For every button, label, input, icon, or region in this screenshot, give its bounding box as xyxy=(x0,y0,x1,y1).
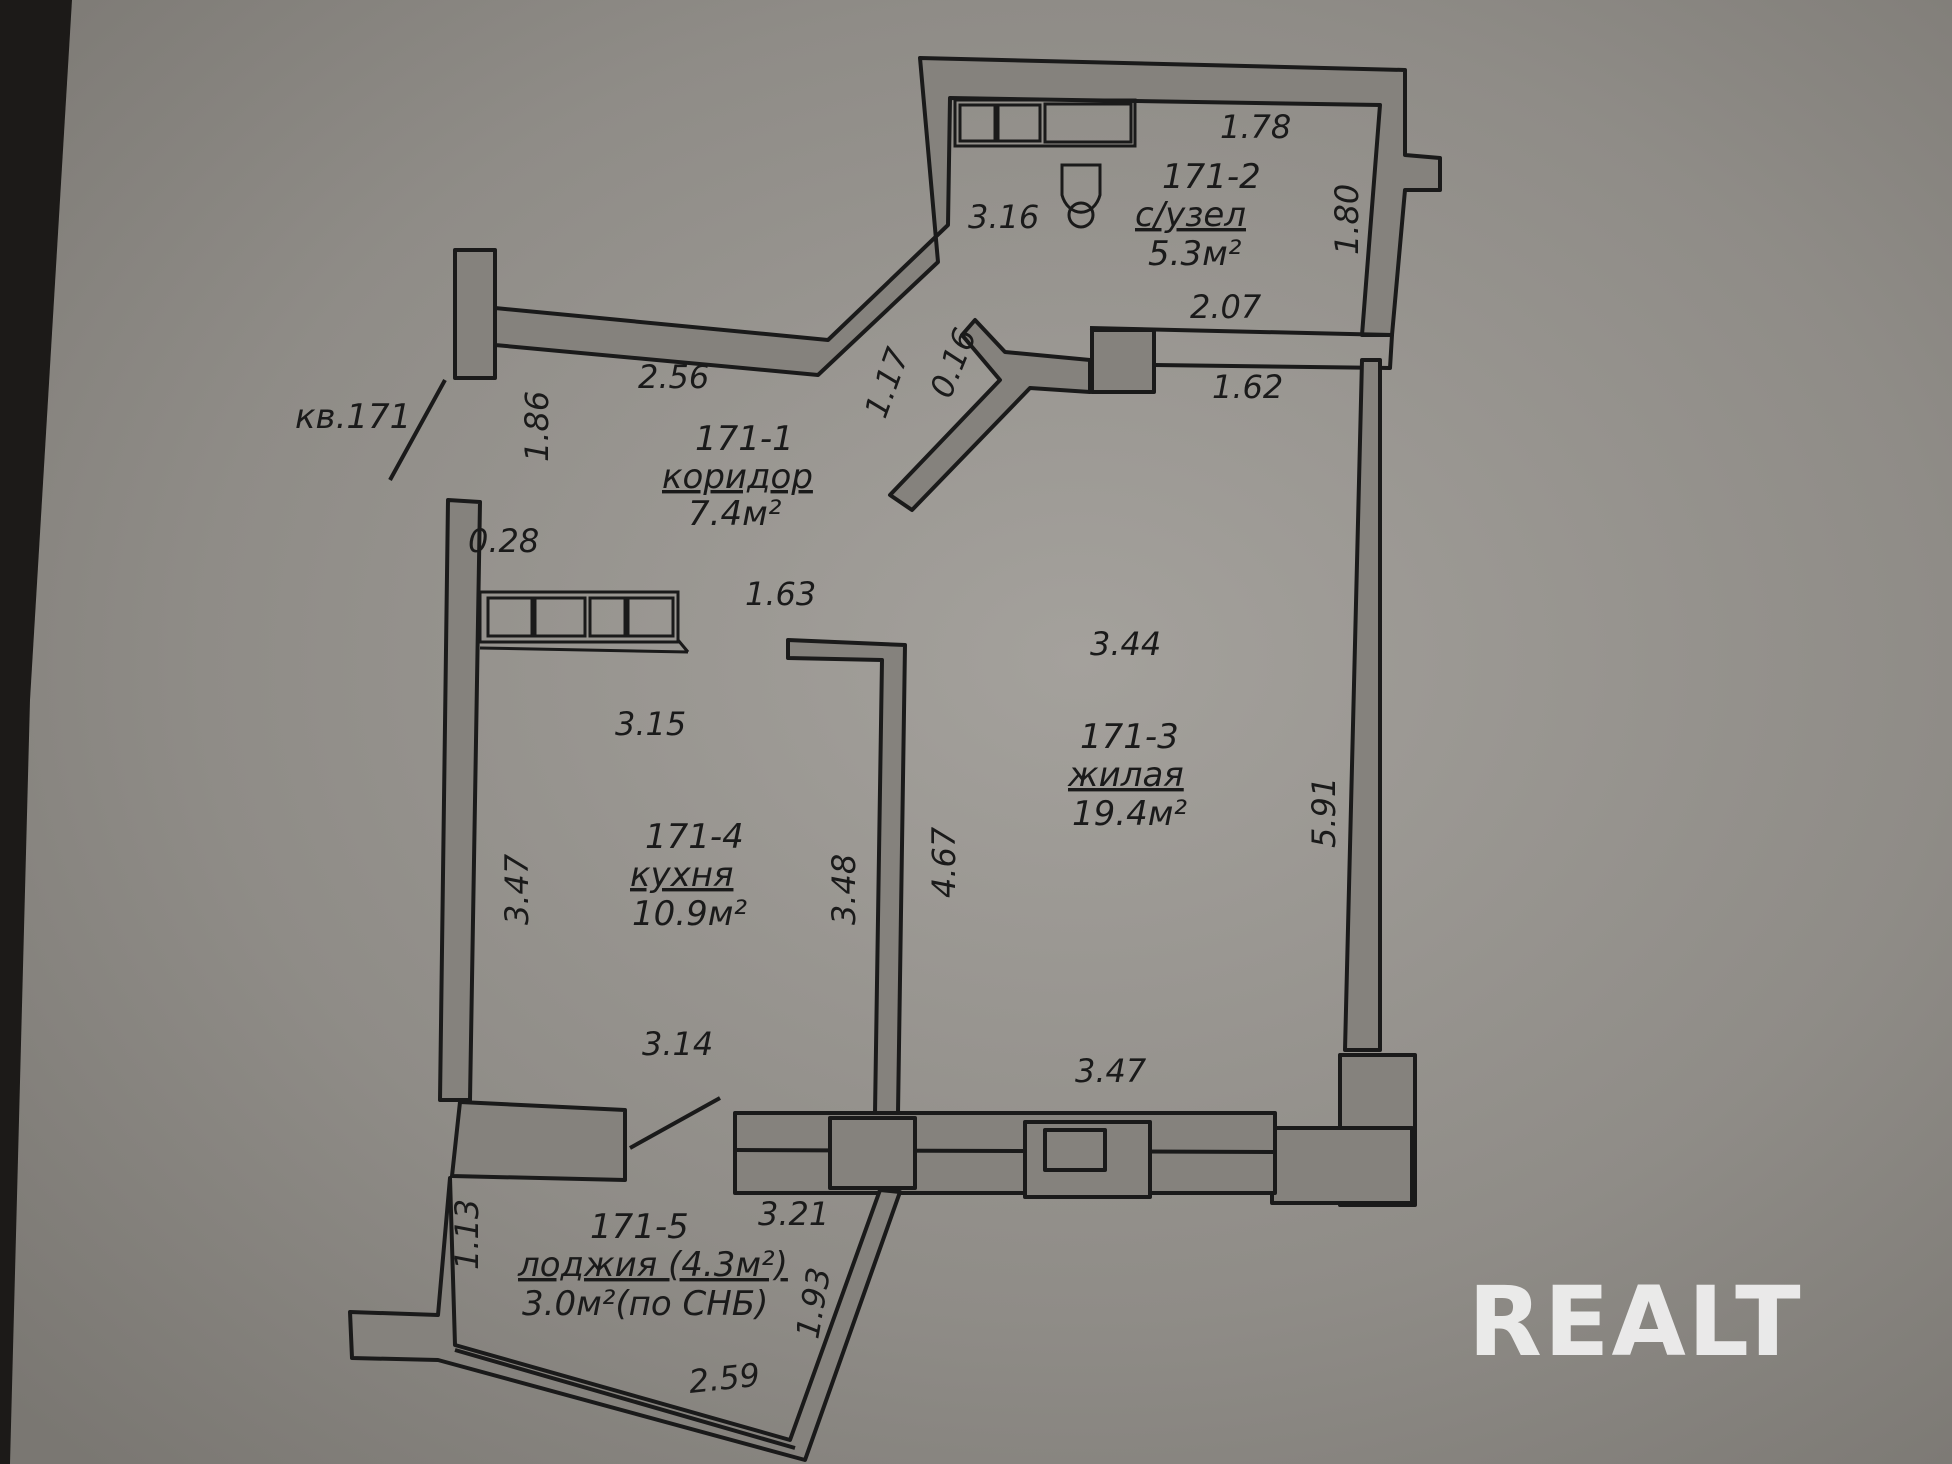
window-pillar-1 xyxy=(828,1116,917,1190)
ventilation-shaft xyxy=(1090,328,1156,394)
dim-kitchen-top: 3.15 xyxy=(615,705,686,743)
stove-sink-icon xyxy=(478,590,680,644)
room-loggia-name: лоджия (4.3м²) xyxy=(517,1245,788,1285)
dim-bath-bottom: 2.07 xyxy=(1190,288,1262,326)
dim-living-top: 3.44 xyxy=(1090,625,1161,663)
dim-bath-right: 1.80 xyxy=(1328,184,1366,255)
wall-corridor-pillar xyxy=(453,248,497,380)
wall-loggia xyxy=(348,1176,902,1462)
dim-kitchen-right: 3.48 xyxy=(825,854,863,925)
room-bath-area: 5.3м² xyxy=(1148,234,1242,274)
dim-corridor-bottom: 1.63 xyxy=(745,575,816,613)
wall-kitchen-living xyxy=(786,638,907,1115)
apartment-label: кв.171 xyxy=(295,397,411,437)
dim-living-left: 4.67 xyxy=(925,826,963,898)
dim-kitchen-bottom: 3.14 xyxy=(642,1025,713,1063)
wall-corner-inner xyxy=(1270,1126,1414,1205)
kitchen-counter xyxy=(478,590,690,654)
dim-bath-left: 3.16 xyxy=(968,198,1039,236)
wall-bath-outer xyxy=(493,56,1442,377)
toilet-icon xyxy=(1060,163,1102,214)
room-kitchen-area: 10.9м² xyxy=(632,894,747,934)
room-bath-id: 171-2 xyxy=(1162,157,1261,197)
wall-corridor-diag xyxy=(888,318,1092,512)
window-pillar-2-inner xyxy=(1043,1128,1107,1172)
wall-living-right xyxy=(1343,358,1382,1052)
room-loggia-area: 3.0м²(по СНБ) xyxy=(522,1284,768,1324)
room-corridor-area: 7.4м² xyxy=(688,494,782,534)
room-corridor-name: коридор xyxy=(662,457,813,497)
watermark-logo: REALT xyxy=(1468,1266,1803,1378)
dim-living-bottom: 3.47 xyxy=(1075,1052,1147,1090)
kitchen-door-line xyxy=(629,1096,721,1150)
wall-kitchen-bottom xyxy=(450,1100,627,1182)
room-living-area: 19.4м² xyxy=(1072,794,1187,834)
dim-corridor-left: 1.86 xyxy=(518,391,556,462)
room-labels: 171-1 коридор 7.4м² 171-2 с/узел 5.3м² 1… xyxy=(517,157,1261,1324)
wall-bath-bottom xyxy=(1089,326,1394,370)
wall-kitchen-left xyxy=(438,498,482,1102)
dim-loggia-top: 3.21 xyxy=(758,1195,829,1233)
dim-living-top-right: 1.62 xyxy=(1212,368,1283,406)
bathtub-icon xyxy=(953,98,1137,148)
dim-kitchen-left: 3.47 xyxy=(498,853,536,925)
room-kitchen-name: кухня xyxy=(630,855,733,895)
room-loggia-id: 171-5 xyxy=(590,1207,689,1247)
entry-line xyxy=(388,379,447,481)
walls xyxy=(348,56,1442,1462)
room-living-name: жилая xyxy=(1067,755,1184,795)
room-kitchen-id: 171-4 xyxy=(645,817,744,857)
room-living-id: 171-3 xyxy=(1080,717,1179,757)
dim-living-right: 5.91 xyxy=(1305,777,1343,848)
room-corridor-id: 171-1 xyxy=(695,419,794,459)
dim-loggia-bottom: 2.59 xyxy=(687,1356,762,1401)
bath-fixtures xyxy=(953,98,1137,229)
dim-loggia-left: 1.13 xyxy=(448,1199,486,1270)
dim-corridor-niche: 0.28 xyxy=(468,522,539,560)
room-bath-name: с/узел xyxy=(1135,195,1246,235)
dim-bath-top: 1.78 xyxy=(1220,108,1291,146)
dim-corridor-top: 2.56 xyxy=(638,358,709,396)
